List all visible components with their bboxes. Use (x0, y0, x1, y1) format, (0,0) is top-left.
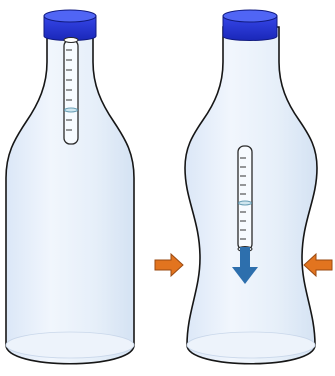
diver-tube (64, 38, 78, 145)
bottle-unsqueezed (6, 10, 134, 364)
bottle-cap (44, 10, 96, 41)
bottle-base (6, 332, 134, 358)
bottle-cap (223, 10, 277, 41)
squeeze-arrow-left-icon (155, 254, 183, 276)
bottle-base (187, 332, 315, 358)
squeeze-arrow-right-icon (304, 254, 332, 276)
diver-tube (238, 146, 252, 252)
tube-liquid-level (65, 108, 78, 112)
tube-liquid-level (239, 201, 252, 205)
bottle-squeezed (185, 10, 317, 364)
